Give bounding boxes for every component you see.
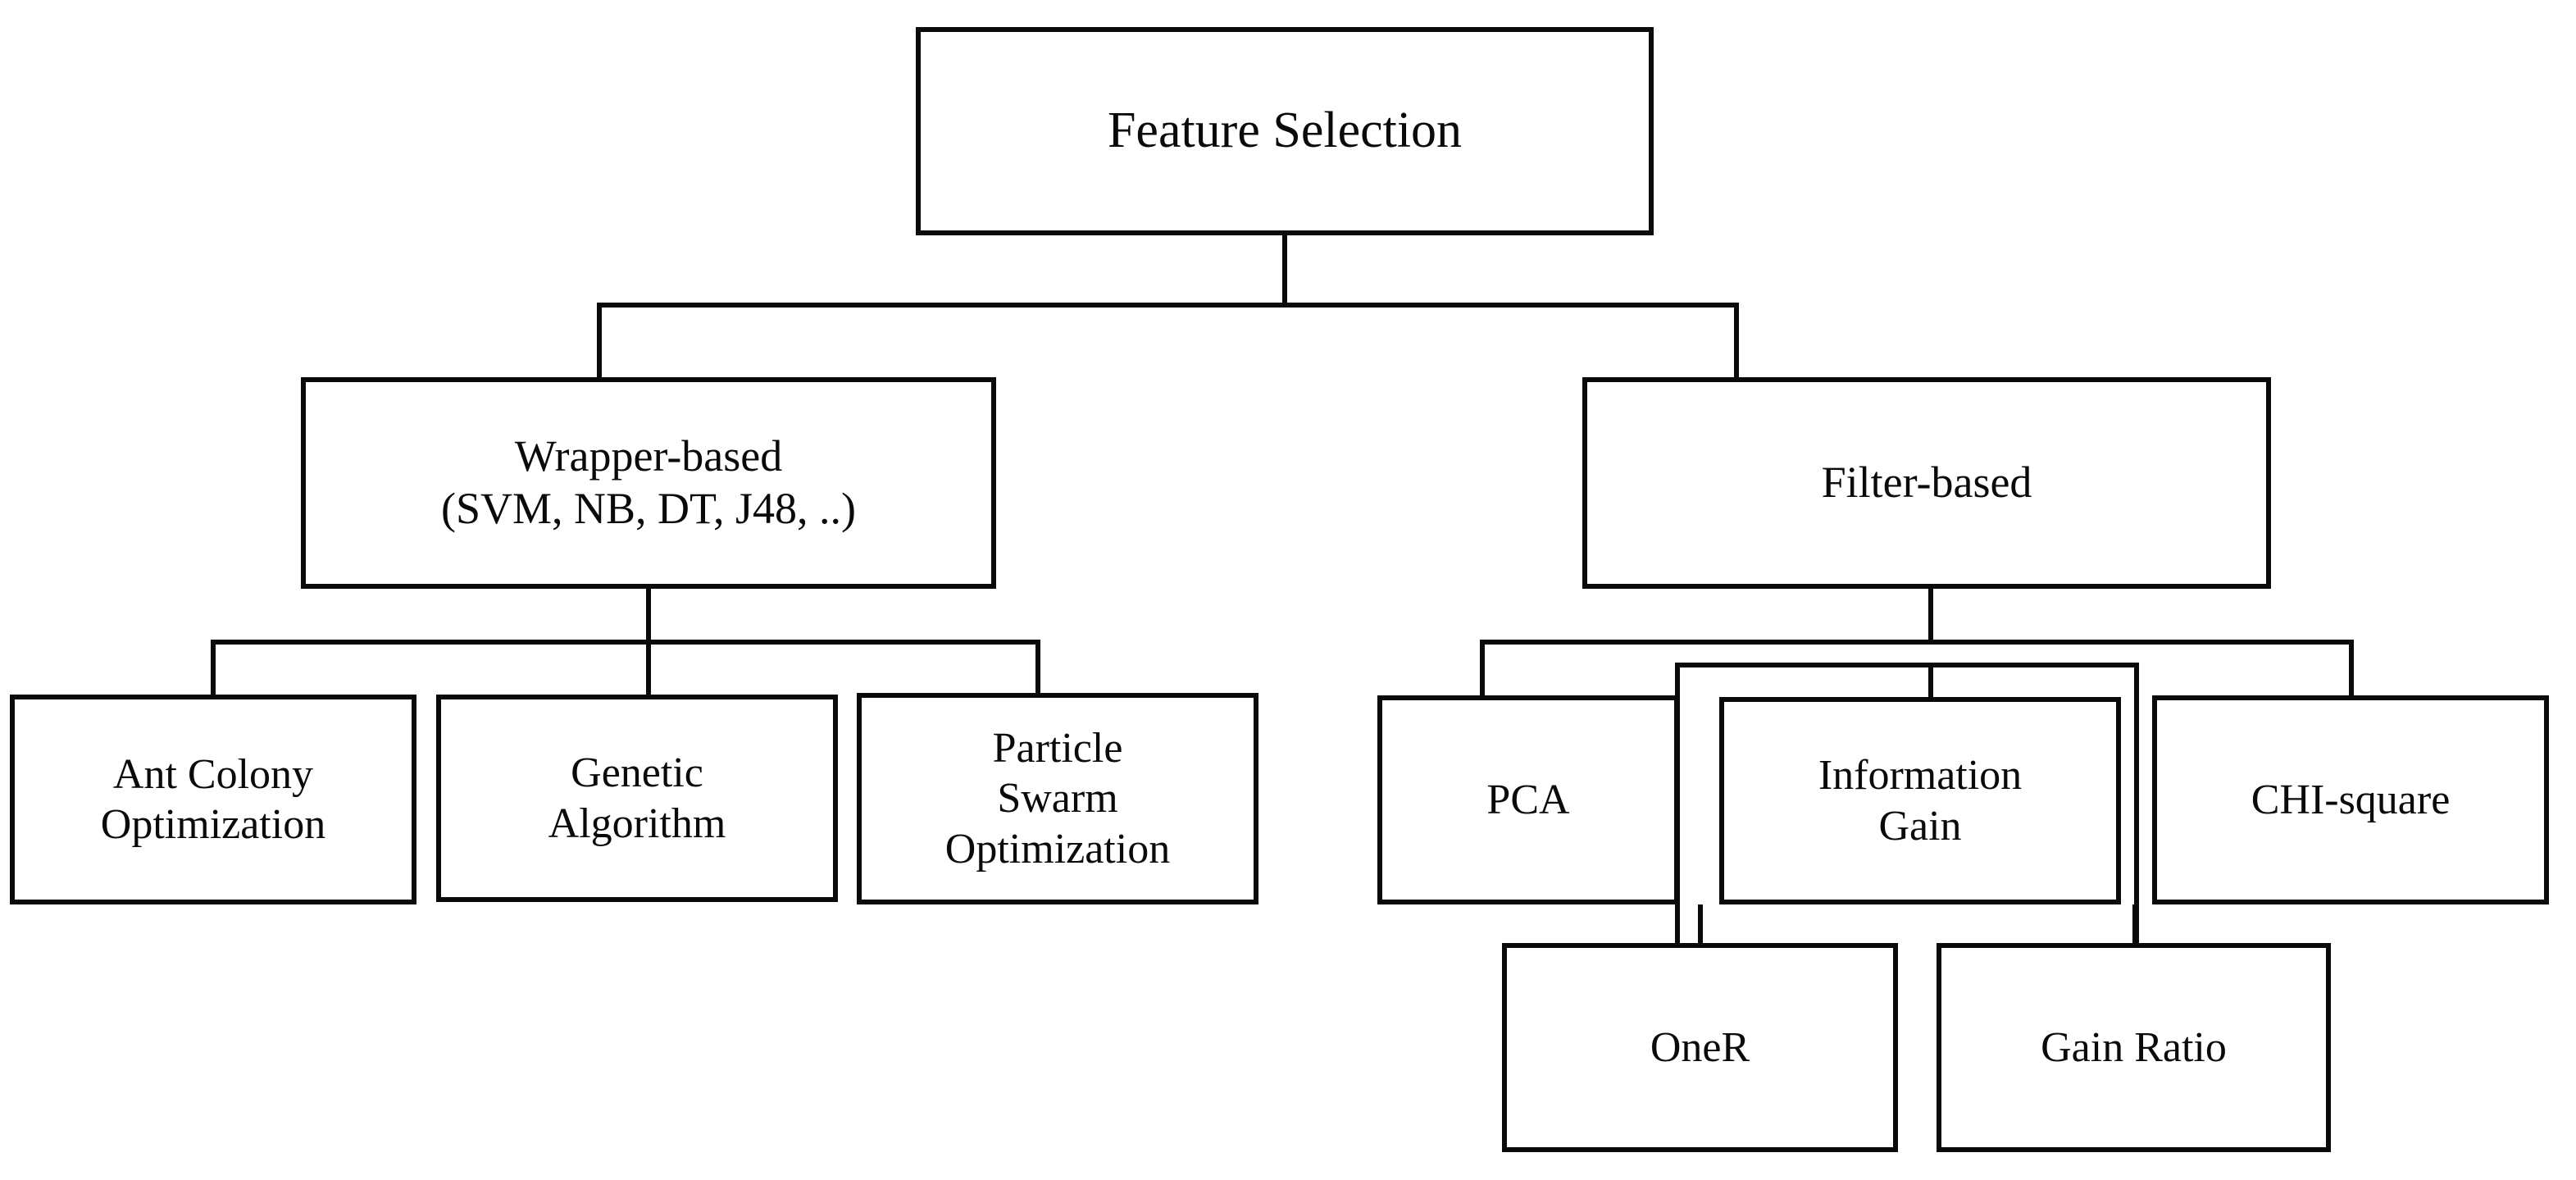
edge-filter-to-pca (1480, 640, 1485, 699)
node-oner[interactable]: OneR (1502, 943, 1898, 1152)
edge-infogain-to-oner (1698, 904, 1703, 945)
edge-filter-to-infogain (1928, 663, 1933, 699)
edge-filter-bus-outer (1480, 640, 2354, 645)
node-chi-square[interactable]: CHI-square (2152, 695, 2549, 904)
edge-root-to-wrapper (597, 303, 602, 380)
edge-wrapper-to-pso (1035, 640, 1040, 699)
node-label-wrapper-based: Wrapper-based (SVM, NB, DT, J48, ..) (440, 431, 856, 533)
node-label-oner: OneR (1650, 1023, 1750, 1071)
node-label-feature-selection: Feature Selection (1107, 103, 1463, 159)
edge-infogain-to-gainratio (2132, 904, 2137, 945)
node-information-gain[interactable]: Information Gain (1719, 697, 2121, 904)
node-particle-swarm-optimization[interactable]: Particle Swarm Optimization (857, 693, 1258, 904)
edge-filter-to-chisquare (2349, 640, 2354, 699)
node-label-particle-swarm-optimization: Particle Swarm Optimization (944, 724, 1171, 872)
edge-infogain-bracket-right (2134, 663, 2139, 946)
node-ant-colony-optimization[interactable]: Ant Colony Optimization (10, 695, 416, 904)
edge-root-bus (597, 303, 1739, 308)
node-filter-based[interactable]: Filter-based (1582, 377, 2271, 589)
edge-wrapper-to-aco (211, 640, 216, 699)
edge-root-to-filter (1734, 303, 1739, 380)
node-wrapper-based[interactable]: Wrapper-based (SVM, NB, DT, J48, ..) (301, 377, 996, 589)
node-label-chi-square: CHI-square (2251, 776, 2451, 823)
edge-filter-bus-inner (1675, 663, 2139, 667)
node-label-pca: PCA (1486, 776, 1570, 823)
edge-filter-stem (1928, 589, 1933, 645)
edge-wrapper-to-ga (646, 640, 651, 699)
edge-root-stem (1282, 235, 1287, 308)
node-label-information-gain: Information Gain (1818, 752, 2023, 850)
node-pca[interactable]: PCA (1377, 695, 1679, 904)
node-feature-selection[interactable]: Feature Selection (916, 27, 1654, 235)
edge-wrapper-bus (211, 640, 1040, 645)
node-label-gain-ratio: Gain Ratio (2041, 1023, 2227, 1071)
edge-wrapper-stem (646, 589, 651, 645)
node-genetic-algorithm[interactable]: Genetic Algorithm (436, 695, 838, 902)
node-gain-ratio[interactable]: Gain Ratio (1937, 943, 2331, 1152)
node-label-genetic-algorithm: Genetic Algorithm (548, 749, 726, 847)
node-label-filter-based: Filter-based (1821, 458, 2032, 508)
node-label-ant-colony-optimization: Ant Colony Optimization (100, 750, 326, 848)
